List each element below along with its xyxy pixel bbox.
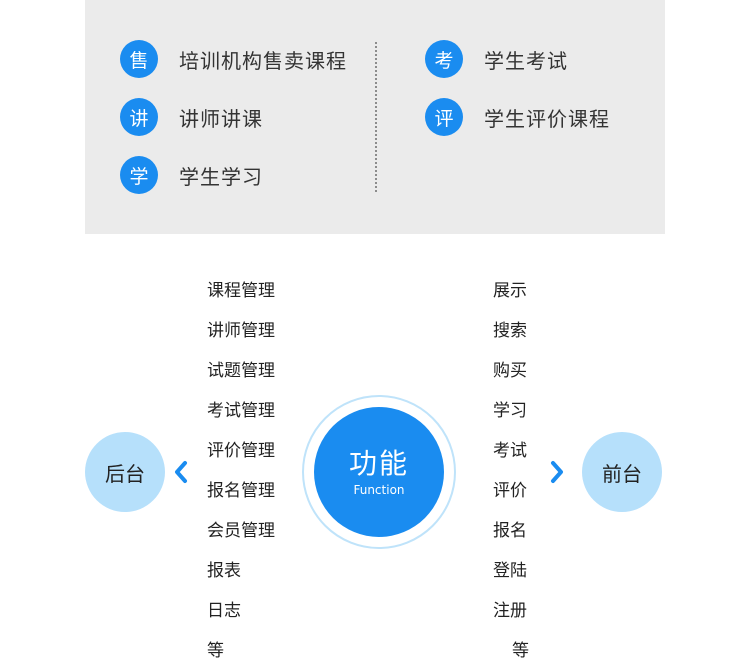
chevron-left-icon <box>175 461 187 483</box>
role-badge-review: 评 <box>425 98 463 136</box>
frontend-feature-item: 报名 <box>493 521 527 541</box>
frontend-feature-item: 等 <box>512 641 529 661</box>
frontend-feature-list: 展示 搜索 购买 学习 考试 评价 报名 登陆 注册 等 <box>493 271 529 671</box>
role-badge-exam: 考 <box>425 40 463 78</box>
frontend-feature-item: 注册 <box>493 601 527 621</box>
backend-feature-item: 课程管理 <box>207 281 275 301</box>
frontend-feature-item: 搜索 <box>493 321 527 341</box>
backend-feature-item: 报表 <box>207 561 241 581</box>
frontend-node: 前台 <box>582 432 662 512</box>
panel-divider <box>375 42 377 192</box>
backend-feature-list: 课程管理 讲师管理 试题管理 考试管理 评价管理 报名管理 会员管理 报表 日志… <box>207 271 275 671</box>
role-label-teach: 讲师讲课 <box>179 106 263 131</box>
role-label-sell: 培训机构售卖课程 <box>179 48 347 73</box>
function-hub: 功能 Function <box>314 407 444 537</box>
backend-feature-item: 讲师管理 <box>207 321 275 341</box>
backend-feature-item: 会员管理 <box>207 521 275 541</box>
role-item-sell: 售 培训机构售卖课程 <box>120 40 347 78</box>
backend-feature-item: 等 <box>207 641 224 661</box>
backend-node-label: 后台 <box>105 461 145 486</box>
role-item-exam: 考 学生考试 <box>425 40 568 78</box>
frontend-feature-item: 展示 <box>493 281 527 301</box>
role-label-review: 学生评价课程 <box>484 106 610 131</box>
backend-node: 后台 <box>85 432 165 512</box>
role-item-learn: 学 学生学习 <box>120 156 263 194</box>
function-hub-subtitle: Function <box>353 483 405 497</box>
role-item-teach: 讲 讲师讲课 <box>120 98 263 136</box>
backend-feature-item: 试题管理 <box>207 361 275 381</box>
backend-feature-item: 评价管理 <box>207 441 275 461</box>
role-item-review: 评 学生评价课程 <box>425 98 610 136</box>
frontend-feature-item: 学习 <box>493 401 527 421</box>
chevron-right-icon <box>551 461 563 483</box>
frontend-feature-item: 登陆 <box>493 561 527 581</box>
role-label-learn: 学生学习 <box>179 164 263 189</box>
function-hub-title: 功能 <box>348 447 409 480</box>
frontend-feature-item: 考试 <box>493 441 527 461</box>
frontend-feature-item: 评价 <box>493 481 527 501</box>
frontend-node-label: 前台 <box>602 461 642 486</box>
backend-feature-item: 日志 <box>207 601 241 621</box>
role-label-exam: 学生考试 <box>484 48 568 73</box>
role-badge-sell: 售 <box>120 40 158 78</box>
role-badge-teach: 讲 <box>120 98 158 136</box>
backend-feature-item: 报名管理 <box>207 481 275 501</box>
frontend-feature-item: 购买 <box>493 361 527 381</box>
backend-feature-item: 考试管理 <box>207 401 275 421</box>
role-badge-learn: 学 <box>120 156 158 194</box>
